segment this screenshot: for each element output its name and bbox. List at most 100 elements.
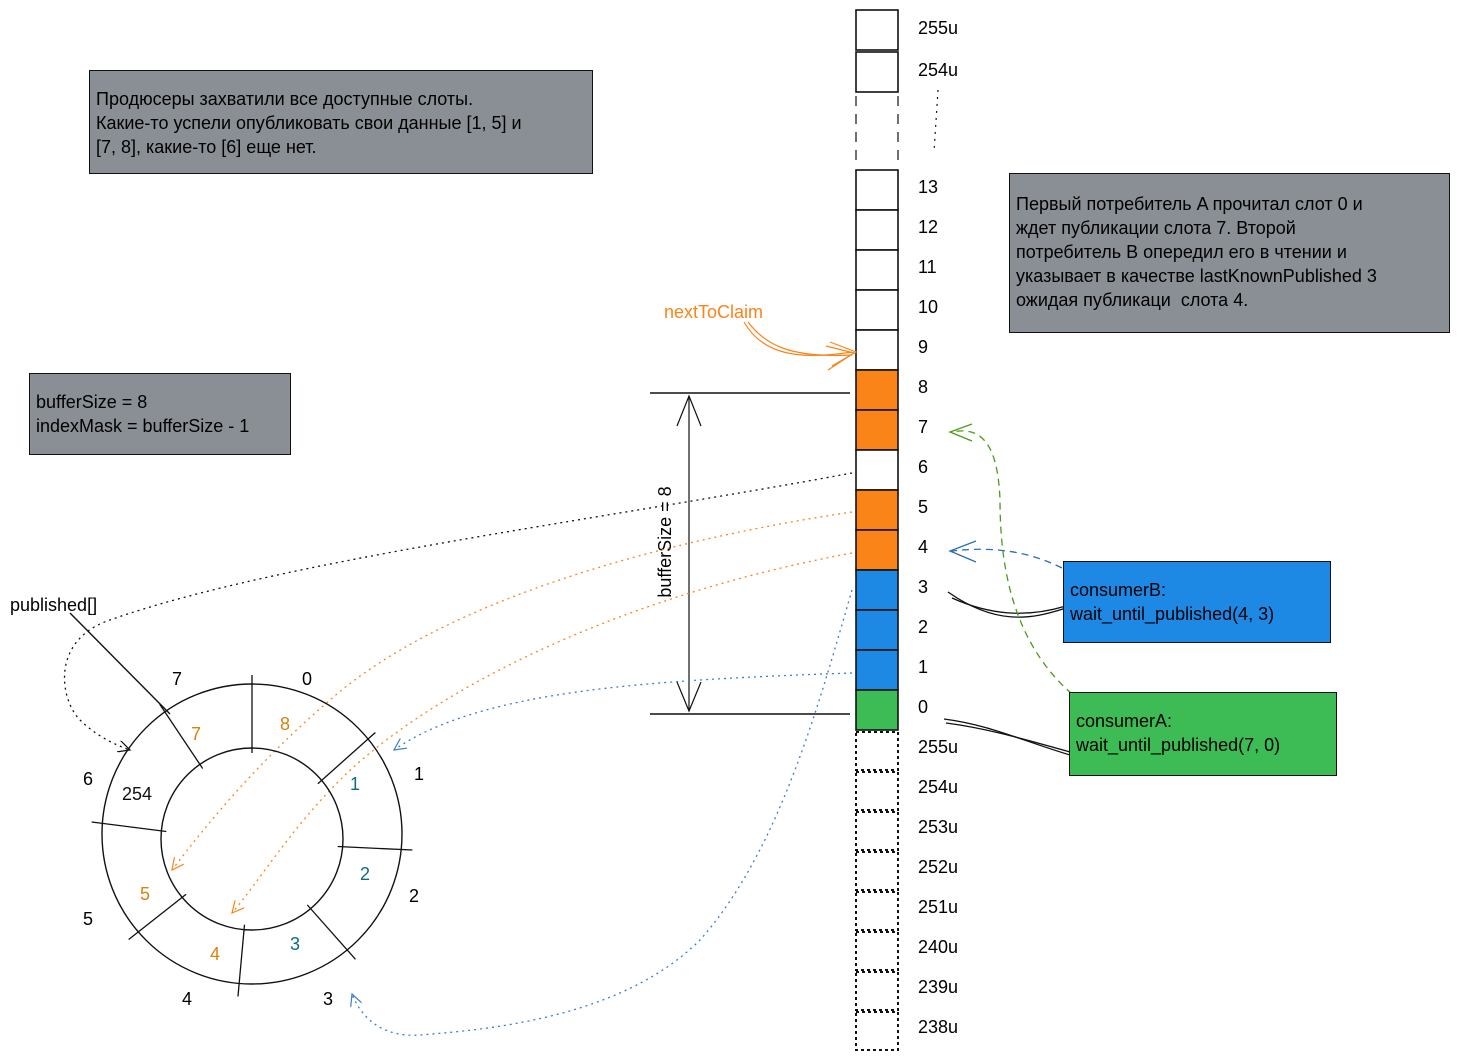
slot-label-3: 3 — [918, 577, 928, 597]
ring-value-3: 3 — [290, 934, 300, 954]
ring-value-1: 1 — [350, 774, 360, 794]
slot-lower-label-1: 254u — [918, 777, 958, 797]
ring-divider-1 — [317, 732, 376, 785]
slot-label-8: 8 — [918, 377, 928, 397]
slot-lower-label-4: 251u — [918, 897, 958, 917]
slot-top-label-0: 255u — [918, 18, 958, 38]
ring-value-2: 2 — [360, 864, 370, 884]
published-label: published[] — [10, 595, 97, 615]
buffer-size-dimension: bufferSize = 8 — [650, 392, 850, 715]
ring-value-7: 7 — [191, 724, 201, 744]
slot-9 — [855, 329, 899, 371]
buffer-size-dimension-label: bufferSize = 8 — [655, 486, 675, 597]
ring-divider-6 — [91, 821, 167, 833]
next-to-claim-label: nextToClaim — [664, 302, 763, 322]
slot-4 — [855, 529, 899, 571]
slot-12 — [855, 209, 899, 251]
ring-divider-5 — [128, 893, 187, 940]
consumers-note-text: Первый потребитель A прочитал слот 0 и ж… — [1016, 194, 1377, 310]
slot-lower-label-5: 240u — [918, 937, 958, 957]
producers-note-text: Продюсеры захватили все доступные слоты.… — [96, 89, 522, 157]
slot-label-4: 4 — [918, 537, 928, 557]
slot-lower-label-6: 239u — [918, 977, 958, 997]
slot-label-2: 2 — [918, 617, 928, 637]
slot-lower-6 — [855, 971, 899, 1011]
consumerA-arrow-to-0 — [943, 718, 1071, 756]
producers-note: Продюсеры захватили все доступные слоты.… — [89, 70, 593, 174]
consumerA-box: consumerA: wait_until_published(7, 0) — [1069, 692, 1337, 776]
slot-0 — [855, 689, 899, 731]
ring-index-1: 1 — [414, 764, 424, 784]
slot-label-0: 0 — [918, 697, 928, 717]
consumerB-arrow-to-4 — [948, 540, 1063, 569]
slot-5 — [855, 489, 899, 531]
sequence-gap — [855, 89, 939, 168]
slot-3 — [855, 569, 899, 611]
ring-divider-4 — [237, 924, 246, 997]
consumerB-call: wait_until_published(4, 3) — [1070, 604, 1275, 624]
slot-lower-label-2: 253u — [918, 817, 958, 837]
slot-lower-label-7: 238u — [918, 1017, 958, 1037]
slot-lower-0 — [855, 731, 899, 771]
next-to-claim-pointer: nextToClaim — [664, 302, 858, 371]
published-label-group: published[] — [10, 595, 171, 715]
sequence-top-slots: 255u 254u — [855, 9, 958, 93]
slot-lower-1 — [855, 771, 899, 811]
ring-index-7: 7 — [172, 669, 182, 689]
slot-8 — [855, 369, 899, 411]
consumerA-arrow-to-7 — [948, 423, 1073, 695]
slot-lower-label-3: 252u — [918, 857, 958, 877]
ring-index-6: 6 — [83, 769, 93, 789]
slot-label-12: 12 — [918, 217, 938, 237]
slot-label-9: 9 — [918, 337, 928, 357]
arrow-slot3-to-ring — [352, 589, 853, 1036]
ring-value-0: 8 — [280, 714, 290, 734]
slot-label-7: 7 — [918, 417, 928, 437]
slot-lower-3 — [855, 851, 899, 891]
slot-label-13: 13 — [918, 177, 938, 197]
ring-divider-2 — [337, 845, 413, 851]
consumerB-title: consumerB: — [1070, 580, 1167, 600]
slot-label-5: 5 — [918, 497, 928, 517]
ring-value-5: 5 — [140, 884, 150, 904]
slot-label-6: 6 — [918, 457, 928, 477]
slot-lower-label-0: 255u — [918, 737, 958, 757]
ring-index-4: 4 — [182, 989, 192, 1009]
ring-divider-3 — [306, 904, 356, 960]
slot-2 — [855, 609, 899, 651]
slot-6 — [855, 449, 899, 491]
ring-index-3: 3 — [323, 989, 333, 1009]
slot-label-10: 10 — [918, 297, 938, 317]
slot-11 — [855, 249, 899, 291]
arrow-slot1-to-ring — [394, 672, 853, 750]
consumerB-arrow-to-3 — [947, 591, 1067, 618]
buffer-size-line: bufferSize = 8 — [36, 392, 148, 412]
slot-lower-4 — [855, 891, 899, 931]
ring-divider-7 — [159, 703, 204, 769]
ring-index-0: 0 — [302, 669, 312, 689]
slot-top-1 — [855, 51, 899, 93]
slot-top-label-1: 254u — [918, 60, 958, 80]
sequence-lower-slots: 255u 254u 253u 252u 251u 240u 239u 238u — [855, 731, 958, 1051]
ring-index-2: 2 — [409, 886, 419, 906]
slot-10 — [855, 289, 899, 331]
buffer-size-note: bufferSize = 8 indexMask = bufferSize - … — [29, 373, 291, 455]
slot-13 — [855, 169, 899, 211]
slot-top-0 — [855, 9, 899, 51]
slot-1 — [855, 649, 899, 691]
consumerB-box: consumerB: wait_until_published(4, 3) — [1063, 561, 1331, 643]
slot-label-11: 11 — [918, 257, 937, 277]
ring-value-6: 254 — [122, 784, 152, 804]
slot-lower-5 — [855, 931, 899, 971]
slot-label-1: 1 — [918, 657, 928, 677]
slot-7 — [855, 409, 899, 451]
consumers-note: Первый потребитель A прочитал слот 0 и ж… — [1009, 173, 1450, 333]
ring-value-4: 4 — [210, 944, 220, 964]
arrow-slot5-to-ring — [172, 511, 853, 870]
arrow-slot4-to-ring — [232, 552, 853, 913]
arrow-slot6-to-ring — [63, 472, 853, 750]
mapping-arrows — [63, 472, 853, 1036]
